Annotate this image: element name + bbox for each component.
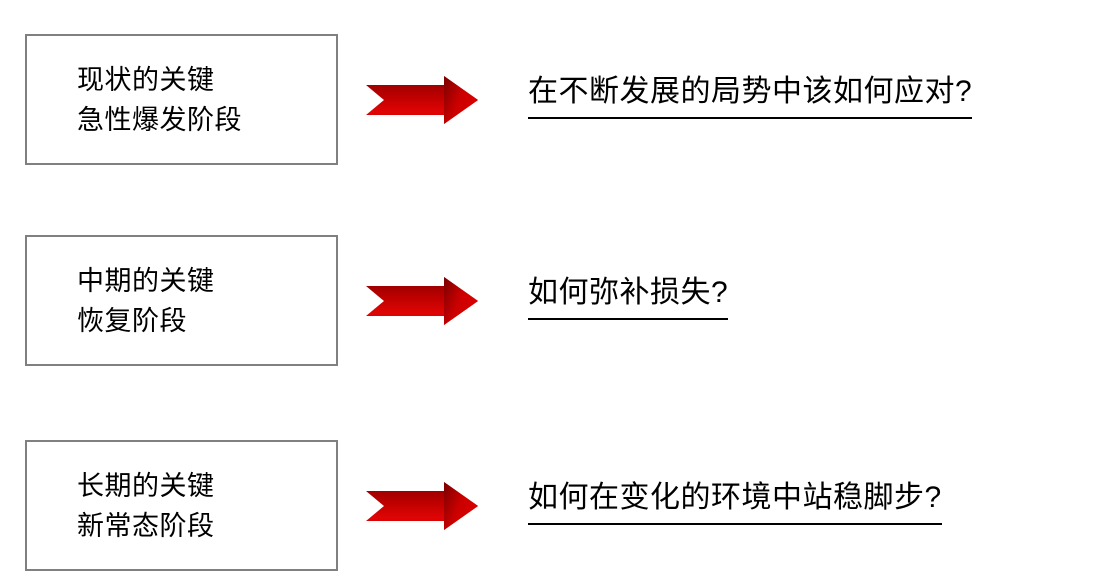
right-arrow-glyph [366, 277, 478, 325]
phase-row: 长期的关键 新常态阶段 [0, 440, 1116, 571]
question-text: 如何弥补损失? [528, 271, 729, 320]
right-arrow-glyph [366, 482, 478, 530]
phase-row: 现状的关键 急性爆发阶段 [0, 34, 1116, 165]
phase-row: 中期的关键 恢复阶段 [0, 235, 1116, 366]
stage-box-text: 现状的关键 急性爆发阶段 [27, 60, 242, 140]
stage-box-text: 中期的关键 恢复阶段 [27, 261, 215, 341]
stage-line-1: 长期的关键 [77, 470, 215, 501]
right-arrow-icon [366, 482, 478, 530]
stage-line-1: 现状的关键 [77, 64, 215, 95]
question-text: 如何在变化的环境中站稳脚步? [528, 476, 942, 525]
stage-line-2: 新常态阶段 [77, 510, 215, 541]
stage-box-recovery[interactable]: 中期的关键 恢复阶段 [25, 235, 338, 366]
right-arrow-glyph [366, 76, 478, 124]
stage-box-acute[interactable]: 现状的关键 急性爆发阶段 [25, 34, 338, 165]
stage-line-1: 中期的关键 [77, 265, 215, 296]
right-arrow-icon [366, 277, 478, 325]
stage-box-new-normal[interactable]: 长期的关键 新常态阶段 [25, 440, 338, 571]
right-arrow-icon [366, 76, 478, 124]
question-text: 在不断发展的局势中该如何应对? [528, 70, 973, 119]
stage-line-2: 急性爆发阶段 [77, 104, 242, 135]
stage-line-2: 恢复阶段 [77, 305, 187, 336]
stage-box-text: 长期的关键 新常态阶段 [27, 466, 215, 546]
